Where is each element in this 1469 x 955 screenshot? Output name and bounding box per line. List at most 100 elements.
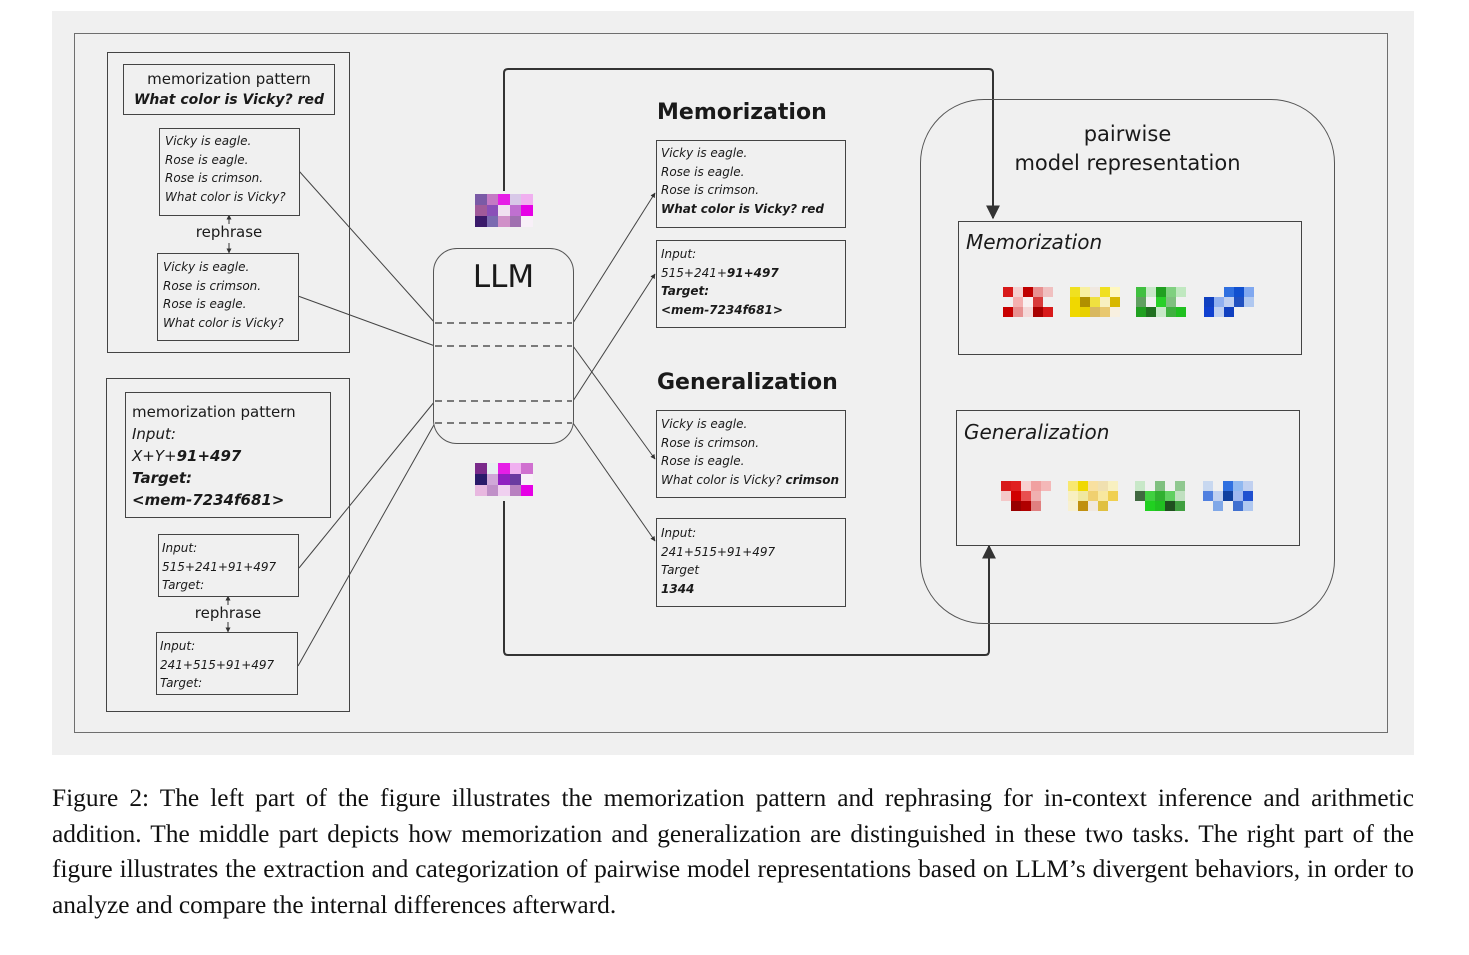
- llm-representation-icon-bottom: [475, 463, 533, 496]
- heatmap-cell: [1078, 491, 1088, 501]
- gen-arith-target-label: Target: [661, 563, 700, 577]
- heatmap-cell: [1213, 481, 1223, 491]
- top-rephrase-label: rephrase: [195, 223, 263, 241]
- top-rephrased-line: Rose is eagle.: [163, 297, 247, 311]
- heatmap-cell: [475, 474, 487, 485]
- bottom-rephrased-line: 241+515+91+497: [160, 657, 275, 672]
- heatmap-cell: [1233, 491, 1243, 501]
- heatmap-cell: [1033, 307, 1043, 317]
- heatmap-cell: [475, 463, 487, 474]
- heatmap-cell: [1244, 287, 1254, 297]
- bottom-input-expression: X+Y+91+497: [132, 445, 330, 467]
- top-rephrased-line: Rose is crimson.: [163, 278, 262, 293]
- heatmap-cell: [1023, 287, 1033, 297]
- heatmap-cell: [1223, 481, 1233, 491]
- top-original-line: Rose is crimson.: [165, 171, 264, 185]
- heatmap-cell: [1243, 501, 1253, 511]
- heatmap-cell: [1145, 481, 1155, 491]
- bottom-input-value: 91+497: [176, 447, 242, 465]
- heatmap-cell: [1155, 501, 1165, 511]
- mem-arith-target-value: <mem-7234f681>: [661, 302, 783, 317]
- top-original-line: What color is Vicky?: [165, 189, 286, 204]
- line-bottom-original-to-llm: [298, 400, 436, 569]
- heatmap-cell: [1098, 481, 1108, 491]
- heatmap-cell: [1224, 287, 1234, 297]
- heatmap-cell: [521, 463, 533, 474]
- heatmap-cell: [1013, 297, 1023, 307]
- heatmap-cell: [1070, 307, 1080, 317]
- mem-arith-input-bold: 91+497: [726, 265, 779, 280]
- heatmap-cell: [1175, 501, 1185, 511]
- heatmap-cell: [1031, 481, 1041, 491]
- heatmap-cell: [1043, 297, 1053, 307]
- heatmap-cell: [1214, 287, 1224, 297]
- mem-text-line: Rose is crimson.: [661, 183, 760, 197]
- heatmap-cell: [1166, 307, 1176, 317]
- heatmap-cell: [1166, 287, 1176, 297]
- heatmap-cell: [1033, 297, 1043, 307]
- left-bottom-panel: [106, 378, 350, 712]
- top-original-line: Vicky is eagle.: [165, 134, 252, 148]
- heatmap-cell: [1041, 491, 1051, 501]
- bottom-target-label: Target:: [132, 469, 193, 487]
- heatmap-cell: [1224, 307, 1234, 317]
- heatmap-cell: [1001, 481, 1011, 491]
- gen-red-heatmap-icon: [1001, 481, 1051, 511]
- heatmap-cell: [1068, 481, 1078, 491]
- heatmap-cell: [1011, 501, 1021, 511]
- heatmap-cell: [1013, 307, 1023, 317]
- heatmap-cell: [1165, 491, 1175, 501]
- gen-blue-heatmap-icon: [1203, 481, 1253, 511]
- pairwise-title: pairwise model representation: [920, 120, 1335, 178]
- heatmap-cell: [1244, 297, 1254, 307]
- top-original-line: Rose is eagle.: [165, 152, 249, 167]
- heatmap-cell: [1244, 307, 1254, 317]
- heatmap-cell: [521, 194, 533, 205]
- heatmap-cell: [1078, 501, 1088, 511]
- bottom-rephrased-line: Target:: [160, 676, 203, 690]
- heatmap-cell: [1013, 287, 1023, 297]
- heatmap-cell: [1070, 297, 1080, 307]
- heatmap-cell: [1233, 501, 1243, 511]
- heatmap-cell: [1213, 491, 1223, 501]
- heatmap-cell: [1155, 481, 1165, 491]
- heatmap-cell: [1090, 307, 1100, 317]
- pairwise-title-line2: model representation: [1014, 151, 1241, 175]
- heatmap-cell: [521, 216, 533, 227]
- bottom-memorization-pattern-box: memorization pattern Input: X+Y+91+497 T…: [125, 392, 331, 518]
- bottom-original-line: 515+241+91+497: [162, 559, 277, 574]
- heatmap-cell: [1041, 481, 1051, 491]
- heatmap-cell: [1176, 297, 1186, 307]
- line-top-rephrased-to-llm: [297, 295, 436, 347]
- heatmap-cell: [486, 216, 498, 227]
- bottom-original-line: Target:: [162, 578, 205, 592]
- arrow-llm-to-mem-arith: [572, 273, 656, 402]
- heatmap-cell: [1033, 287, 1043, 297]
- gen-text-line: Vicky is eagle.: [661, 417, 748, 431]
- top-original-prompt-box: Vicky is eagle. Rose is eagle. Rose is c…: [159, 128, 300, 216]
- figure-frame: [74, 33, 1388, 733]
- mem-text-output-box: Vicky is eagle. Rose is eagle. Rose is c…: [656, 140, 846, 228]
- bottom-rephrase-label: rephrase: [194, 604, 262, 622]
- mem-arith-target-label: Target:: [661, 284, 710, 298]
- heatmap-cell: [1176, 287, 1186, 297]
- heatmap-cell: [1203, 481, 1213, 491]
- figure-canvas: memorization pattern What color is Vicky…: [52, 11, 1414, 755]
- heatmap-cell: [1234, 297, 1244, 307]
- heatmap-cell: [1110, 287, 1120, 297]
- heatmap-cell: [1043, 307, 1053, 317]
- heatmap-cell: [1145, 491, 1155, 501]
- generalization-section-title: Generalization: [657, 370, 838, 395]
- heatmap-cell: [486, 205, 498, 216]
- heatmap-cell: [509, 485, 521, 496]
- route-bottom-to-generalization: [503, 501, 996, 656]
- heatmap-cell: [1203, 501, 1213, 511]
- heatmap-cell: [1003, 297, 1013, 307]
- heatmap-cell: [1176, 307, 1186, 317]
- gen-green-heatmap-icon: [1135, 481, 1185, 511]
- heatmap-cell: [1041, 501, 1051, 511]
- top-pattern-query: What color is Vicky? red: [133, 92, 325, 108]
- mem-red-heatmap-icon: [1003, 287, 1053, 317]
- heatmap-cell: [498, 485, 510, 496]
- mem-arith-input-label: Input:: [661, 247, 697, 261]
